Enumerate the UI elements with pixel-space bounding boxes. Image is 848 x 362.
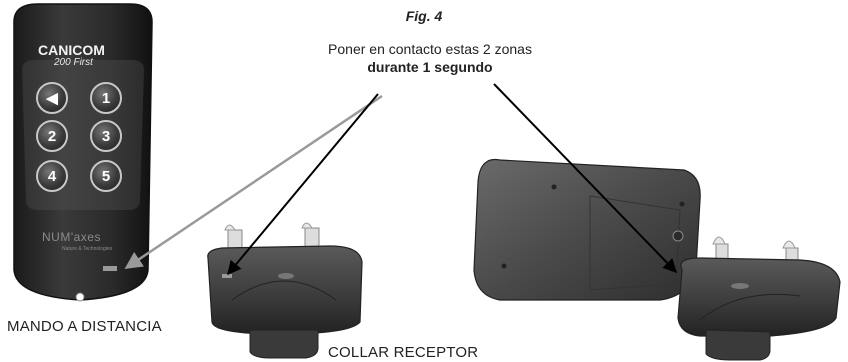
grey-arrow (124, 94, 383, 270)
collar-receiver (207, 222, 363, 359)
remote-button-sound[interactable]: ◀ (36, 82, 68, 114)
remote-button-3[interactable]: 3 (90, 120, 122, 152)
figure-title: Fig. 4 (405, 8, 443, 24)
remote-contact-zone (103, 266, 117, 271)
black-arrow-to-collar (227, 93, 379, 276)
remote-maker-logo: NUM'axes (42, 230, 101, 244)
remote-model: 200 First (54, 57, 93, 68)
collar-contact-zone (222, 274, 232, 278)
instruction-line-2: durante 1 segundo (367, 59, 493, 75)
black-arrow-to-open-collar (493, 83, 677, 274)
battery-lid (473, 158, 701, 301)
collar-label: COLLAR RECEPTOR (328, 344, 479, 361)
remote-brand: CANICOM (38, 42, 105, 58)
remote-label: MANDO A DISTANCIA (7, 318, 162, 335)
remote-control (13, 3, 153, 302)
contact-arrows (124, 83, 677, 276)
remote-maker-sub: Nature & Technologies (62, 246, 113, 252)
remote-button-4[interactable]: 4 (36, 160, 68, 192)
remote-button-2[interactable]: 2 (36, 120, 68, 152)
remote-button-1[interactable]: 1 (90, 82, 122, 114)
instruction-line-1: Poner en contacto estas 2 zonas (328, 41, 532, 57)
remote-button-5[interactable]: 5 (90, 160, 122, 192)
collar-open-view (473, 158, 841, 361)
instruction-text: Poner en contacto estas 2 zonas durante … (250, 40, 610, 76)
